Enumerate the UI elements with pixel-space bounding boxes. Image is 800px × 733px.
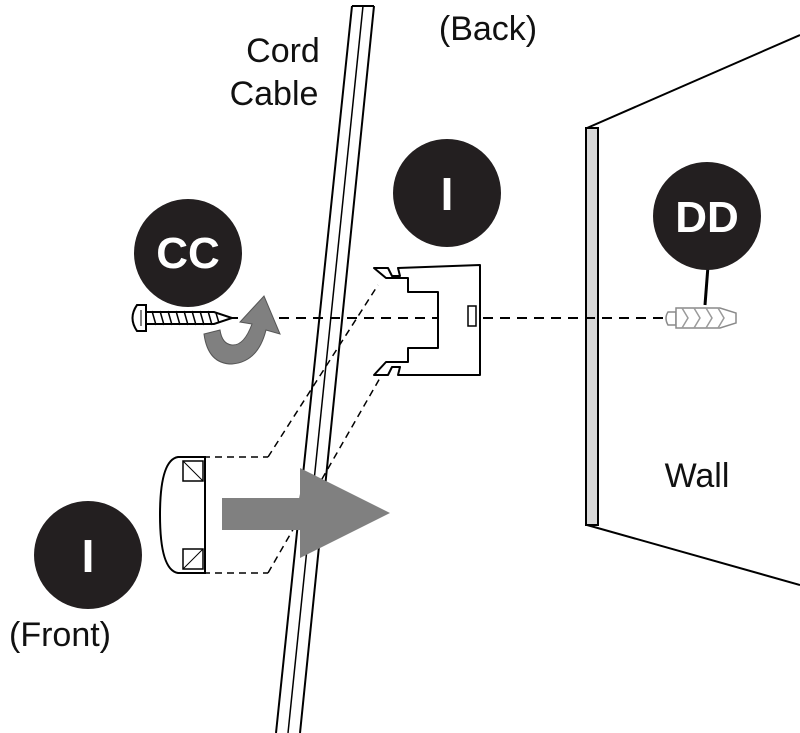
wall-anchor-icon xyxy=(665,265,737,329)
badge-cc: CC xyxy=(134,199,242,307)
label-wall: Wall xyxy=(665,457,730,495)
cord-clip-front xyxy=(158,456,206,574)
screw-icon xyxy=(131,304,236,332)
badge-i-front: I xyxy=(34,501,142,609)
label-cord: Cord xyxy=(246,32,320,70)
label-front: (Front) xyxy=(9,616,111,654)
curved-arrow-icon xyxy=(203,295,281,365)
badge-i-back-label: I xyxy=(441,168,454,220)
label-back: (Back) xyxy=(439,10,537,48)
push-arrow-icon xyxy=(222,468,390,558)
wall xyxy=(585,34,800,586)
cord-cable xyxy=(275,5,375,733)
wall-edge xyxy=(585,127,599,526)
label-cable: Cable xyxy=(230,75,319,113)
badge-i-front-label: I xyxy=(82,530,95,582)
badge-i-back: I xyxy=(393,139,501,247)
badge-cc-label: CC xyxy=(156,229,220,278)
badge-dd: DD xyxy=(653,162,761,270)
badge-dd-label: DD xyxy=(675,193,739,242)
cord-clip-back xyxy=(373,264,481,376)
clip-guide-lines xyxy=(203,284,381,574)
